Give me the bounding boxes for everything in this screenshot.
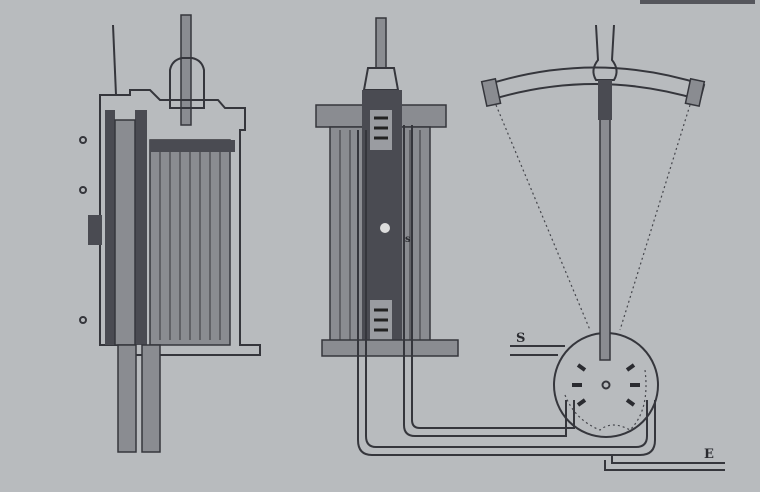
page-text-fragment (640, 0, 755, 4)
steam-inlet-label: S (516, 331, 525, 346)
middle-cylinder: s (315, 17, 459, 357)
pendulum-indicator (480, 24, 706, 361)
exhaust-label: E (704, 447, 714, 462)
steam-pipes (357, 125, 725, 471)
left-cylinder-section (79, 14, 261, 453)
cylinder-hatching (159, 150, 221, 340)
valve-mark-label: s (405, 234, 411, 245)
